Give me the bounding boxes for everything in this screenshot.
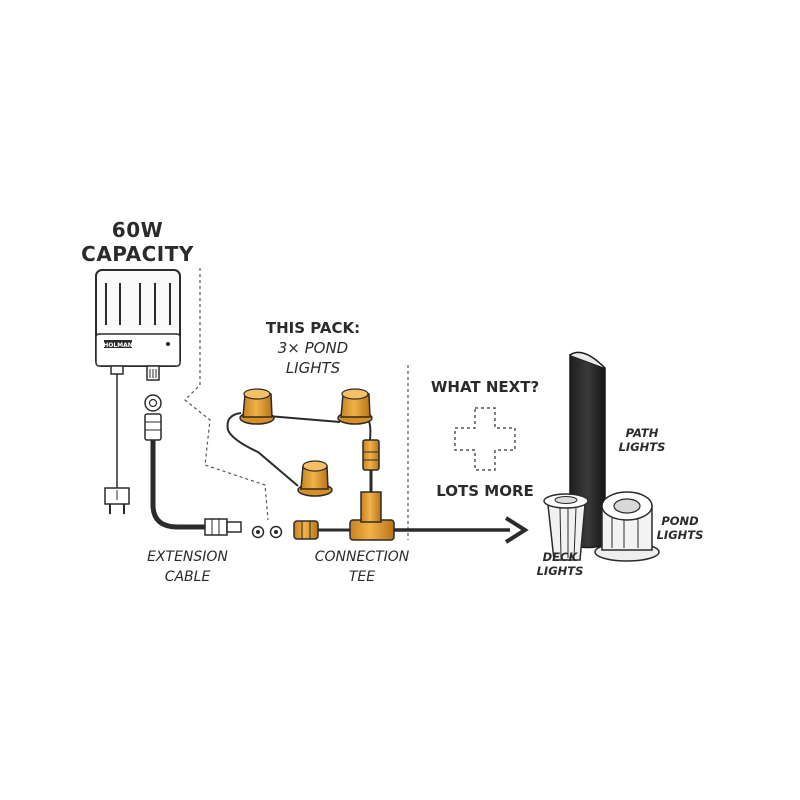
deck-label-line2: LIGHTS — [536, 564, 584, 578]
path-lights-label: PATH LIGHTS — [612, 426, 672, 454]
pond-label-line2: LIGHTS — [656, 528, 704, 542]
what-next-heading: WHAT NEXT? — [430, 378, 540, 396]
separator-lines — [184, 268, 409, 540]
lots-more-label: LOTS MORE — [436, 482, 534, 500]
extension-cable-icon — [150, 440, 283, 539]
tee-label-line2: TEE — [348, 569, 376, 585]
path-label-line2: LIGHTS — [618, 440, 666, 454]
arrow-right-icon — [394, 516, 529, 544]
pack-title: THIS PACK: — [265, 319, 361, 337]
connection-tee-label: CONNECTION TEE — [297, 547, 427, 587]
deck-light-icon — [543, 493, 589, 561]
extension-label-line1: EXTENSION — [147, 549, 228, 565]
plus-icon — [454, 407, 516, 471]
transformer-connector-icon — [144, 394, 162, 441]
deck-lights-label: DECK LIGHTS — [530, 550, 590, 578]
connection-tee-icon — [293, 439, 400, 541]
pack-line3: LIGHTS — [285, 359, 341, 377]
transformer-brand: HOLMAN — [103, 342, 133, 349]
pond-light-icon — [297, 460, 333, 497]
pond-light-icon — [337, 388, 373, 425]
pond-lights-label: POND LIGHTS — [650, 514, 710, 542]
tee-label-line1: CONNECTION — [314, 549, 410, 565]
pond-light-icon — [239, 388, 275, 425]
extension-cable-label: EXTENSION CABLE — [125, 547, 250, 587]
power-plug-icon — [104, 374, 130, 514]
capacity-line1: 60W — [111, 218, 164, 242]
extension-label-line2: CABLE — [164, 569, 211, 585]
pack-line2: 3× POND — [277, 339, 349, 357]
path-label-line1: PATH — [625, 426, 659, 440]
separator-left — [184, 268, 269, 521]
capacity-line2: CAPACITY — [81, 242, 194, 266]
deck-label-line1: DECK — [542, 550, 578, 564]
grey-pond-light-icon — [594, 491, 660, 562]
pack-label: THIS PACK: 3× POND LIGHTS — [248, 318, 378, 378]
pond-label-line1: POND — [661, 514, 699, 528]
capacity-heading: 60W CAPACITY — [70, 218, 205, 266]
transformer-icon: HOLMAN — [95, 269, 181, 381]
